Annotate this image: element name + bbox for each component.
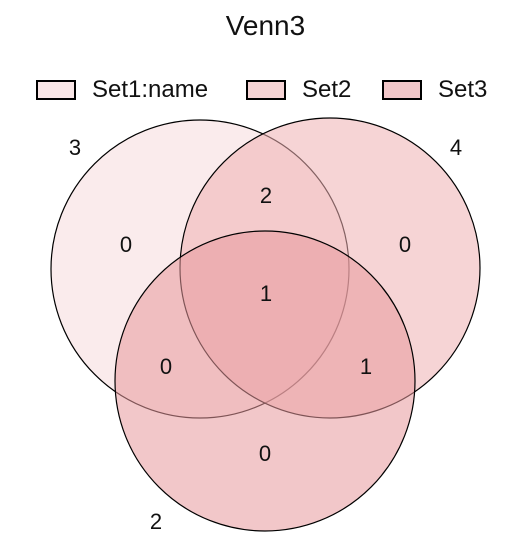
region-1-3-label: 0 xyxy=(160,354,172,379)
set1-total-label: 3 xyxy=(69,135,81,160)
set-total-labels: 3 4 2 xyxy=(69,135,462,534)
chart-title: Venn3 xyxy=(225,10,306,41)
region-2-3-label: 1 xyxy=(360,354,372,379)
legend-label-set2: Set2 xyxy=(302,76,352,103)
legend-label-set3: Set3 xyxy=(438,76,488,103)
legend-label-set1: Set1:name xyxy=(92,76,209,103)
legend-swatch-set1 xyxy=(36,80,76,100)
set3-total-label: 2 xyxy=(150,509,162,534)
region-only-2-label: 0 xyxy=(399,232,411,257)
region-only-1-label: 0 xyxy=(120,232,132,257)
set3-circle xyxy=(114,230,416,532)
legend-swatch-set3 xyxy=(382,80,422,100)
set2-total-label: 4 xyxy=(450,135,462,160)
region-1-2-label: 2 xyxy=(260,183,272,208)
region-only-3-label: 0 xyxy=(259,441,271,466)
venn-circles xyxy=(50,117,481,532)
region-1-2-3-label: 1 xyxy=(260,281,272,306)
region-labels: 0 0 0 2 0 1 1 xyxy=(120,183,411,466)
legend-swatch-set2 xyxy=(246,80,286,100)
